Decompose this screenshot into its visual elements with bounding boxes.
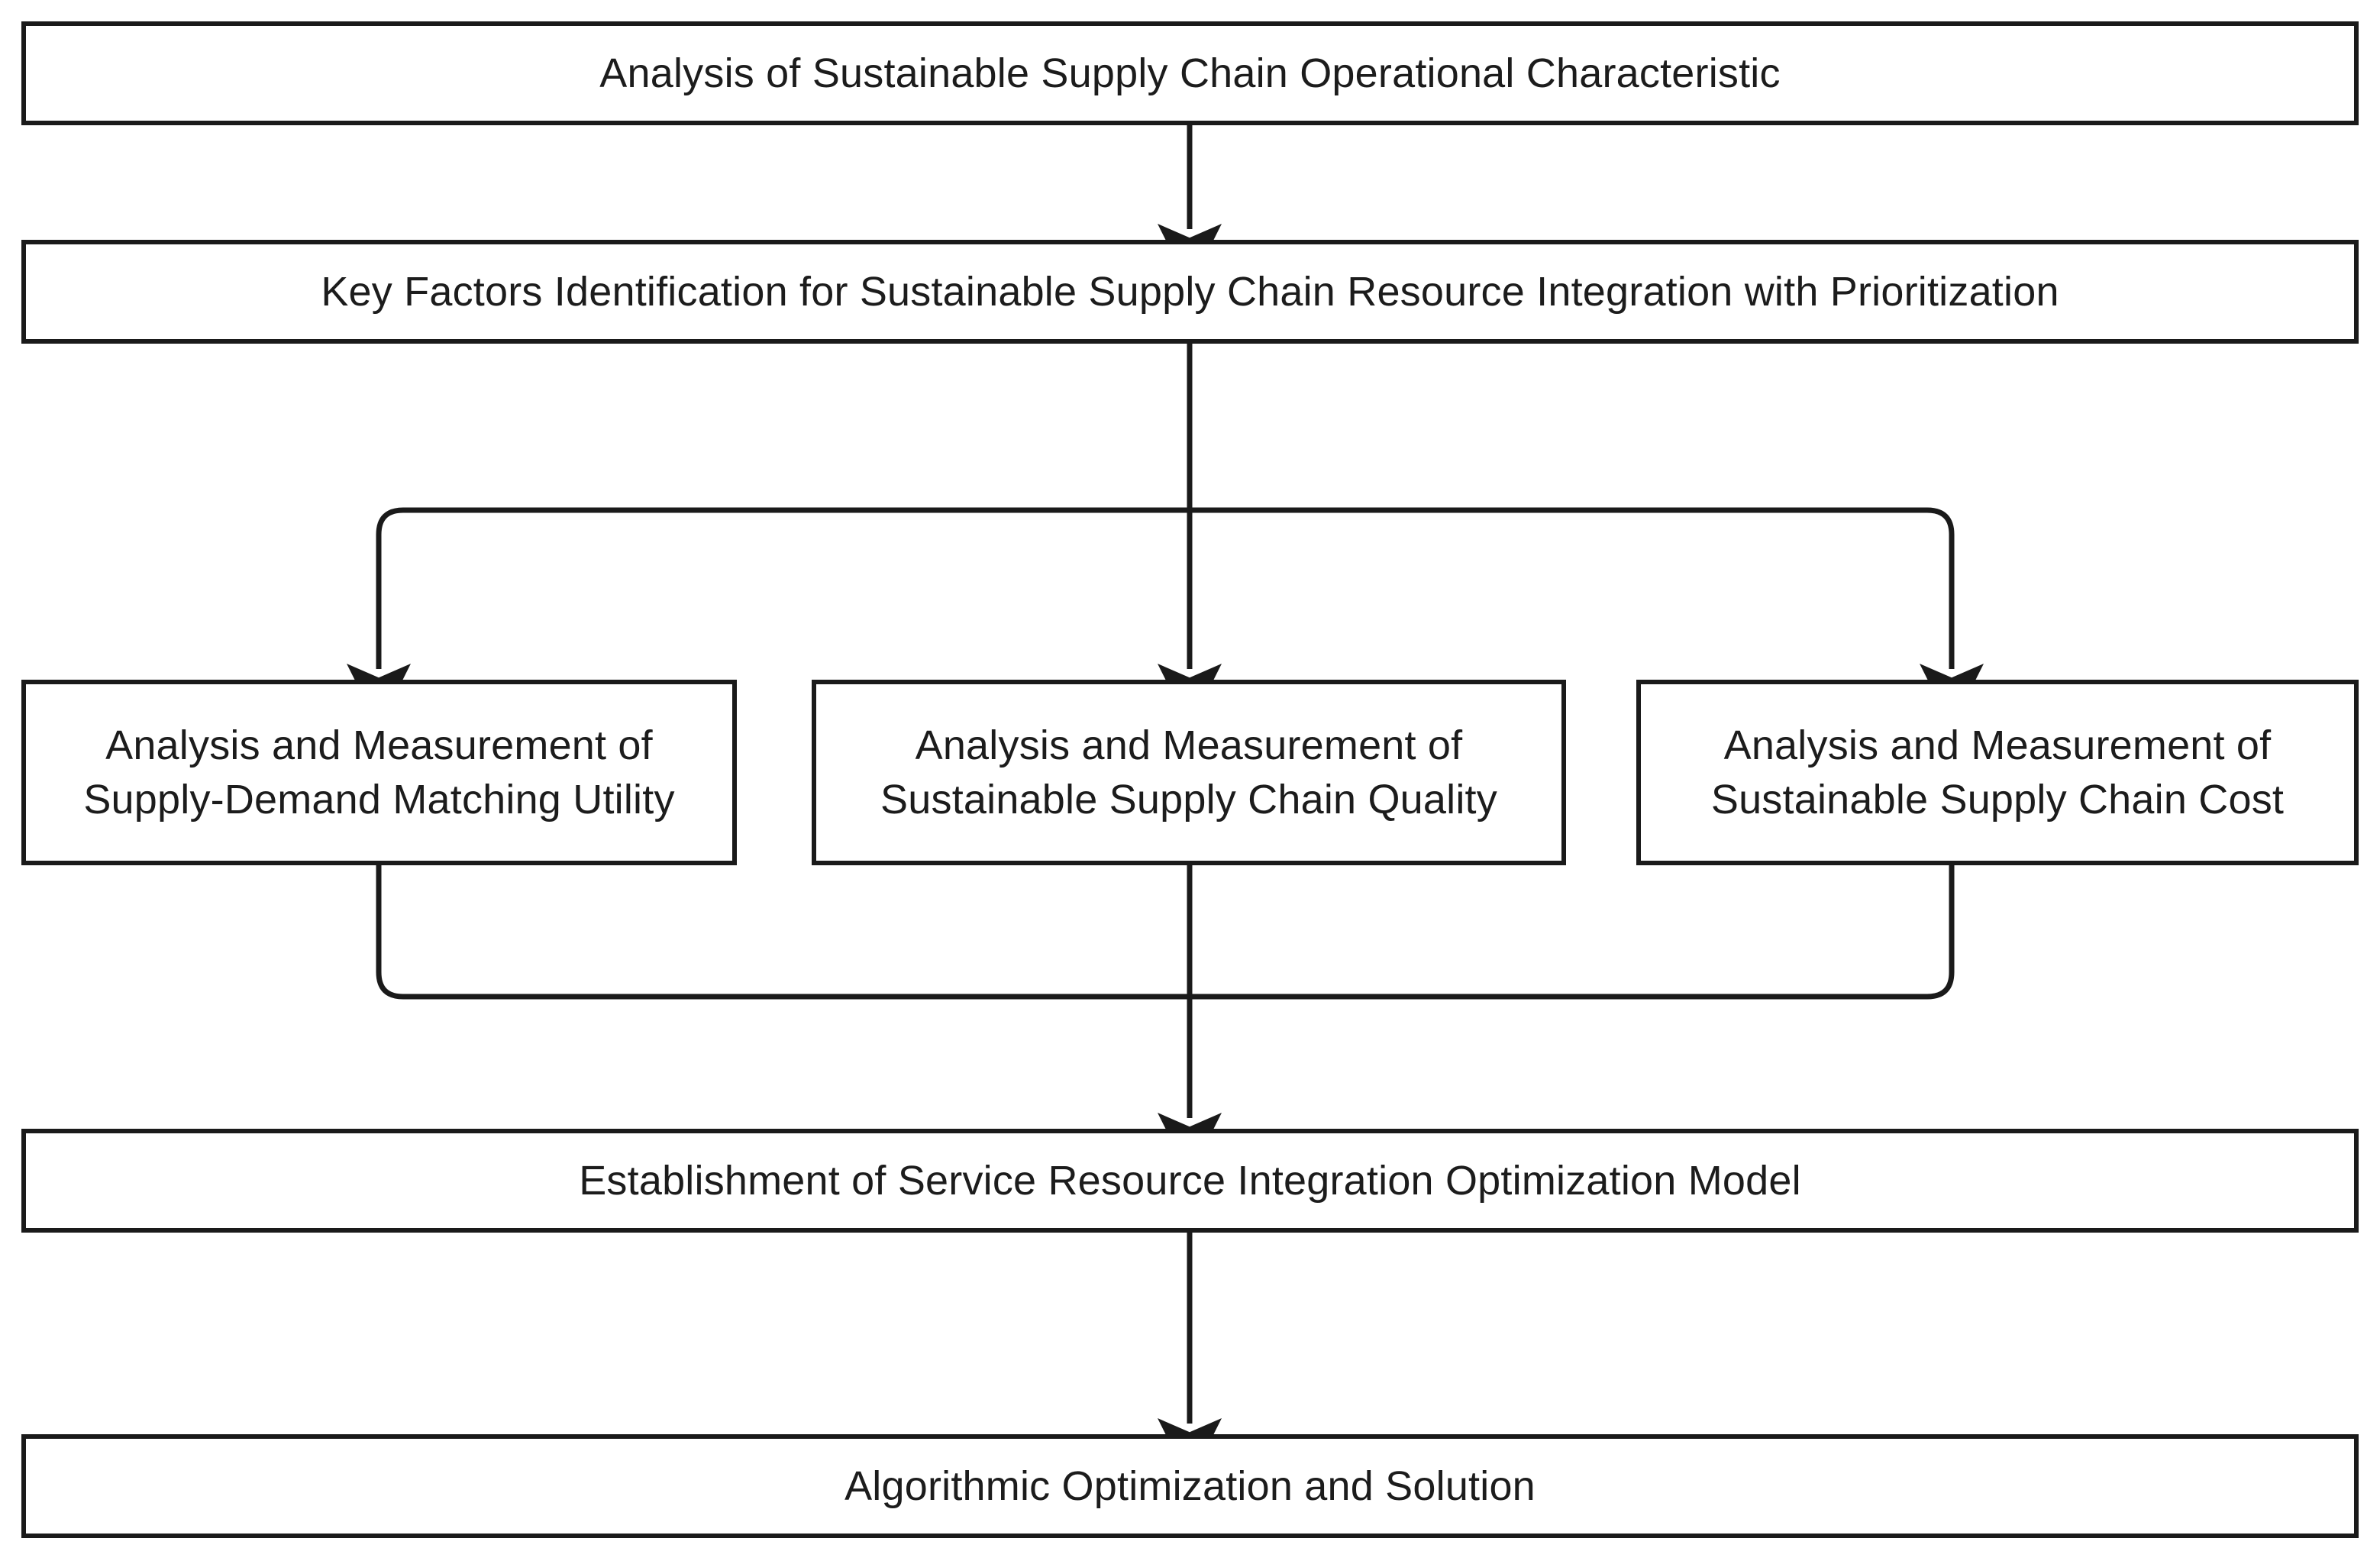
node-label: Analysis and Measurement of Sustainable … [880,722,1497,823]
edge-cost-to-model [1190,865,1955,1000]
node-analysis-operational-characteristic[interactable]: Analysis of Sustainable Supply Chain Ope… [21,21,2359,125]
node-sustainable-supply-chain-cost[interactable]: Analysis and Measurement of Sustainable … [1636,680,2359,865]
edge-keyfactors-to-utility [347,507,1190,728]
node-label: Algorithmic Optimization and Solution [844,1462,1536,1509]
node-label: Analysis of Sustainable Supply Chain Ope… [599,50,1781,96]
node-label: Analysis and Measurement of Supply-Deman… [83,722,675,823]
node-sustainable-supply-chain-quality[interactable]: Analysis and Measurement of Sustainable … [812,680,1566,865]
node-label: Key Factors Identification for Sustainab… [321,268,2059,315]
node-service-resource-integration-optimization-model[interactable]: Establishment of Service Resource Integr… [21,1129,2359,1233]
node-supply-demand-matching-utility[interactable]: Analysis and Measurement of Supply-Deman… [21,680,737,865]
node-algorithmic-optimization-and-solution[interactable]: Algorithmic Optimization and Solution [21,1434,2359,1538]
node-key-factors-identification[interactable]: Key Factors Identification for Sustainab… [21,240,2359,344]
node-label: Establishment of Service Resource Integr… [579,1157,1801,1204]
edge-utility-to-model [376,865,1190,1000]
node-label: Analysis and Measurement of Sustainable … [1710,722,2285,823]
edge-keyfactors-to-cost [1190,507,1984,728]
